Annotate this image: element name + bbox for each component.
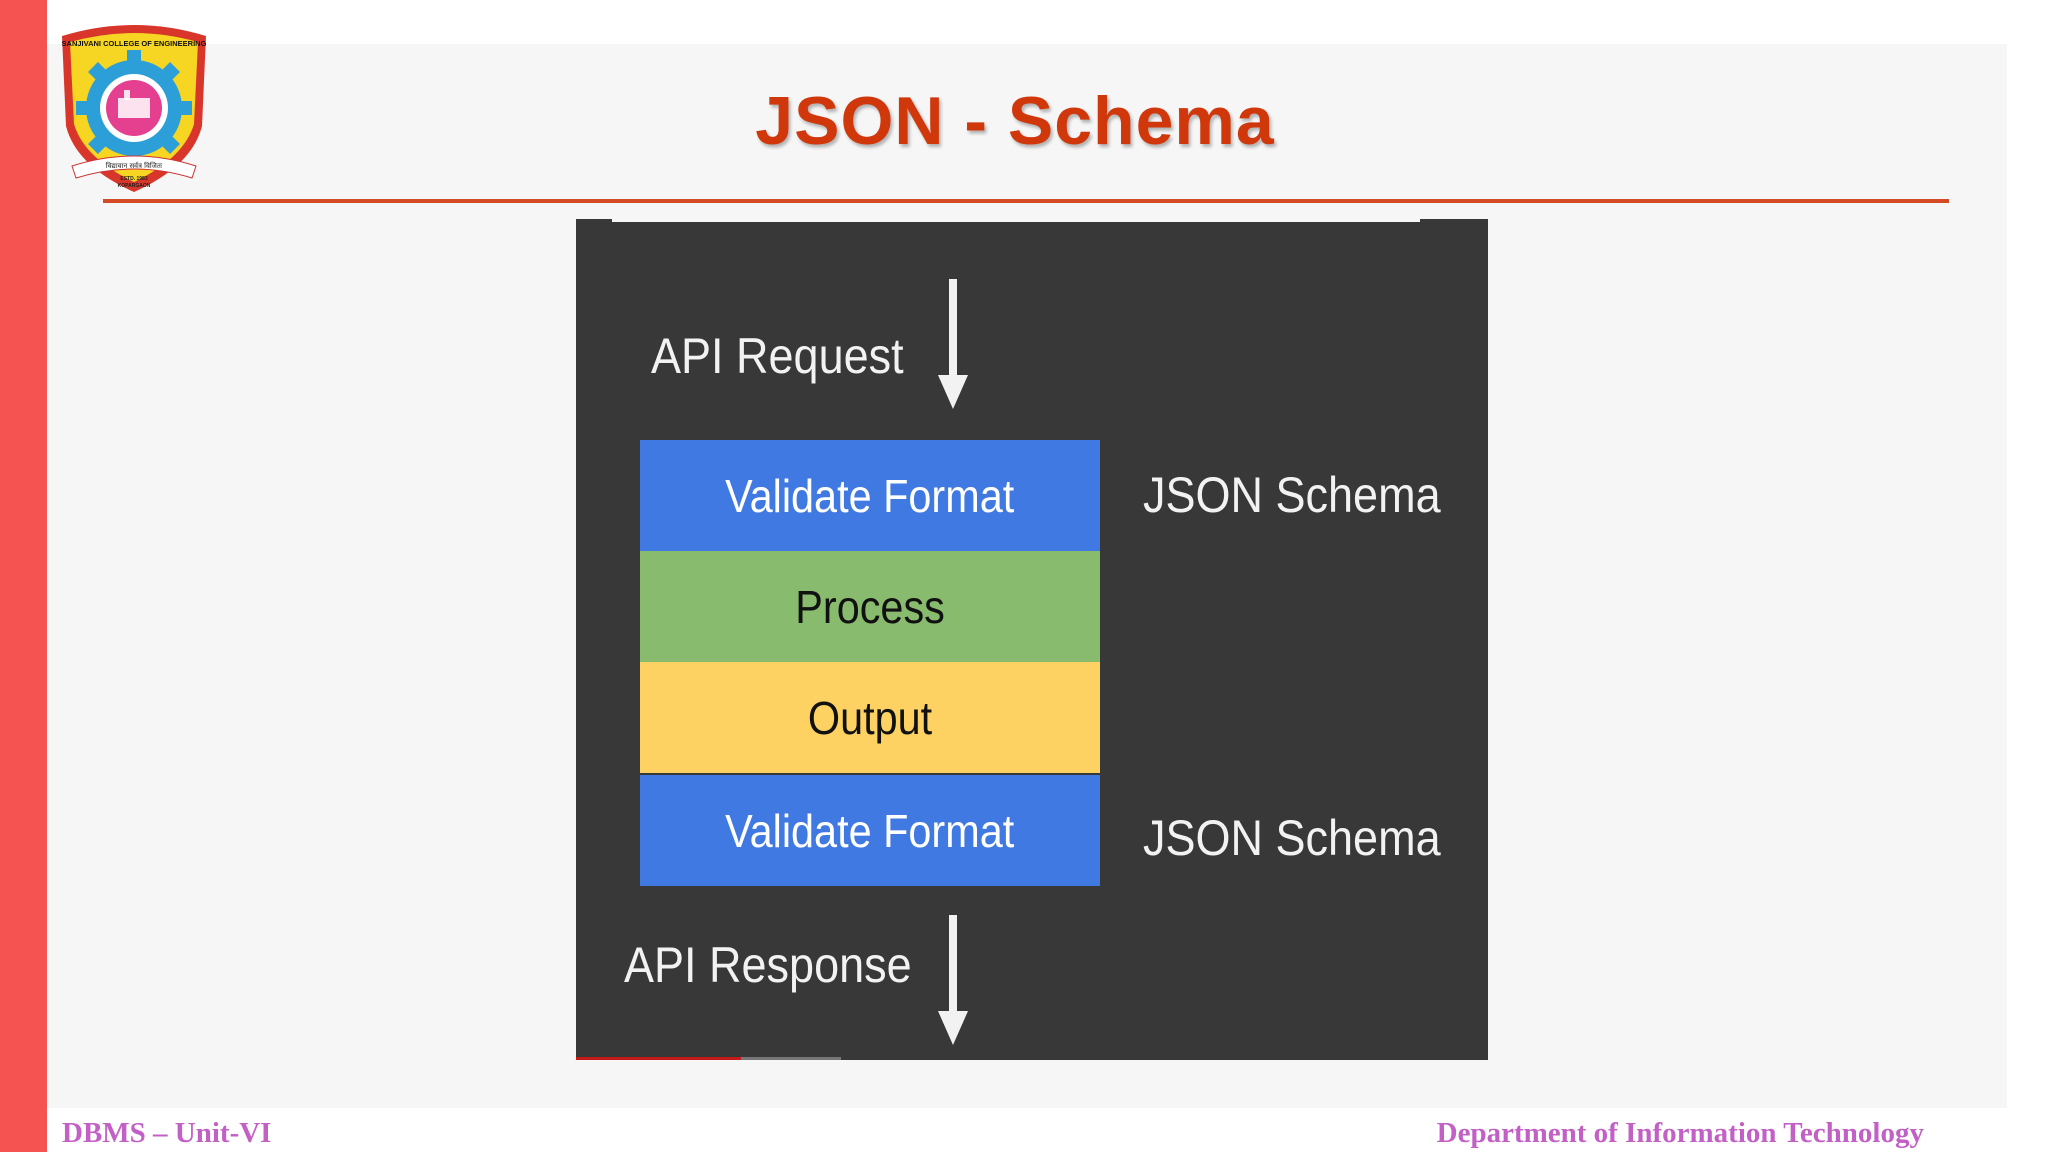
logo-college-name: SANJIVANI COLLEGE OF ENGINEERING [62,39,207,48]
layer-label: Output [807,691,933,744]
footer-department: Department of Information Technology [1436,1117,1924,1149]
logo-place: KOPARGAON [118,183,151,189]
layer-label: Validate Format [725,804,1015,857]
arrow-down-icon [938,915,968,1045]
layer-validate-format-output: Validate Format [640,775,1100,886]
arrow-down-icon [938,279,968,409]
api-request-label: API Request [651,328,904,384]
footer-course: DBMS – Unit-VI [62,1117,272,1149]
layer-validate-format-input: Validate Format [640,440,1100,551]
json-schema-label-bottom: JSON Schema [1143,810,1441,866]
title-divider [103,199,1949,203]
layer-label: Process [795,580,945,633]
logo-estd: ESTD. 1983 [120,176,147,182]
layer-process: Process [640,551,1100,662]
json-schema-diagram: API Request Validate Format Process Outp… [576,216,1488,1060]
layer-output: Output [640,662,1100,773]
api-response-label: API Response [624,937,912,993]
layer-label: Validate Format [725,469,1015,522]
slide-title: JSON - Schema [755,83,1275,159]
logo-motto: विद्यावान सर्वत्र विजितः [106,161,163,170]
left-accent-bar [0,0,47,1152]
college-logo: SANJIVANI COLLEGE OF ENGINEERING विद्याव… [62,25,207,192]
json-schema-label-top: JSON Schema [1143,467,1441,523]
